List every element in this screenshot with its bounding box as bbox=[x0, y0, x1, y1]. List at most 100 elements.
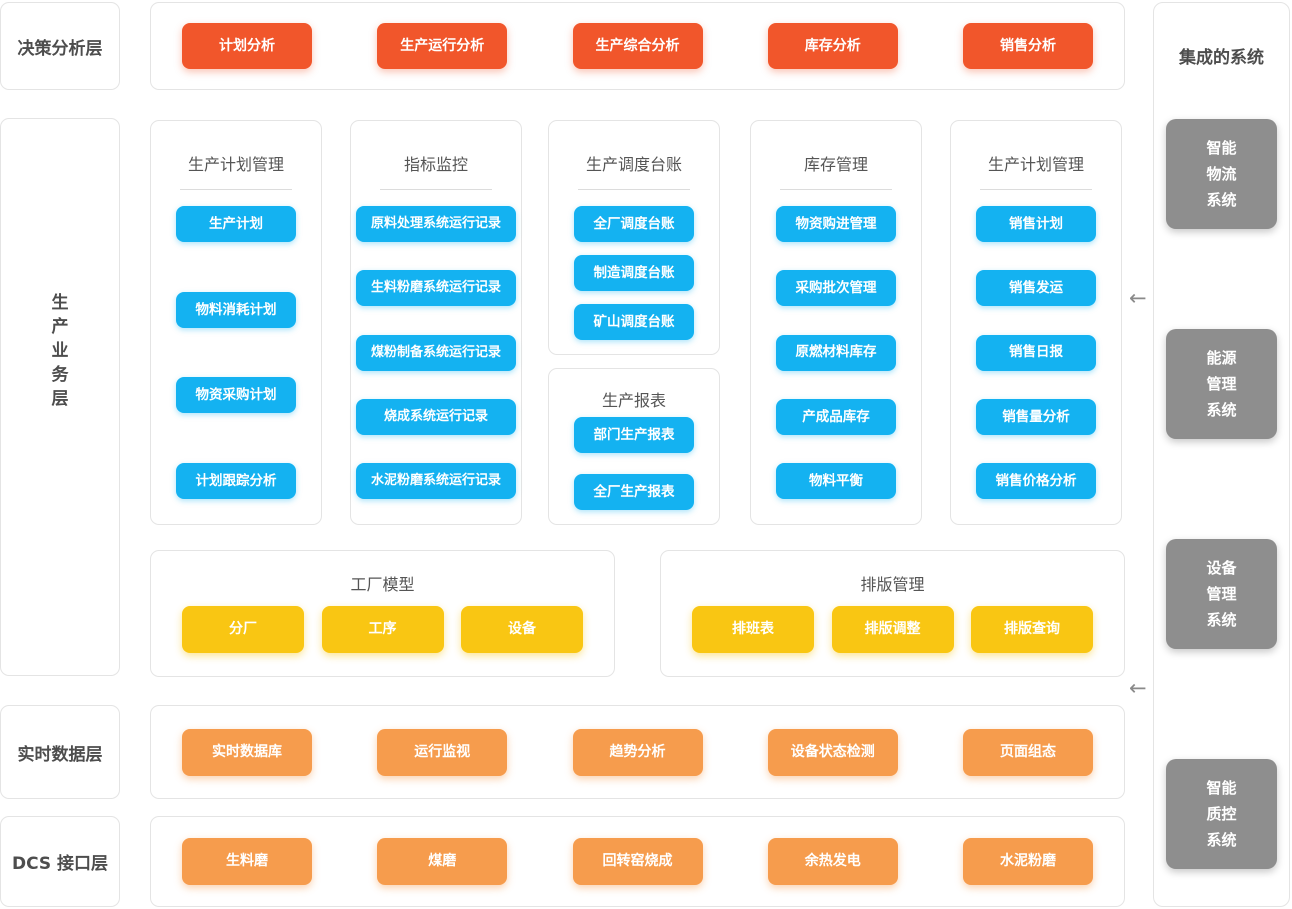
equipment-mgmt-system-box[interactable]: 设备 管理 系统 bbox=[1166, 539, 1277, 649]
process-button[interactable]: 工序 bbox=[321, 606, 444, 653]
decision-analysis-row: 计划分析 生产运行分析 生产综合分析 库存分析 销售分析 bbox=[150, 2, 1125, 90]
department-report-button[interactable]: 部门生产报表 bbox=[574, 417, 694, 453]
panel-title: 生产调度台账 bbox=[585, 155, 682, 174]
layer-label-text-vertical: 生产业务层 bbox=[51, 293, 69, 409]
panel-items: 排班表 排版调整 排版查询 bbox=[661, 606, 1124, 653]
panel-title: 指标监控 bbox=[403, 155, 468, 174]
sales-daily-report-button[interactable]: 销售日报 bbox=[976, 334, 1096, 371]
raw-material-processing-record-button[interactable]: 原料处理系统运行记录 bbox=[356, 206, 516, 242]
raw-mill-button[interactable]: 生料磨 bbox=[182, 838, 312, 885]
layer-label-realtime: 实时数据层 bbox=[0, 705, 120, 799]
branch-factory-button[interactable]: 分厂 bbox=[182, 606, 304, 653]
equipment-status-check-button[interactable]: 设备状态检测 bbox=[767, 728, 898, 776]
energy-mgmt-system-box[interactable]: 能源 管理 系统 bbox=[1166, 329, 1277, 439]
sales-price-analysis-button[interactable]: 销售价格分析 bbox=[976, 463, 1096, 499]
raw-fuel-inventory-button[interactable]: 原燃材料库存 bbox=[776, 334, 896, 371]
schedule-adjust-button[interactable]: 排版调整 bbox=[831, 606, 954, 653]
panel-scheduling-mgmt: 排版管理 排班表 排版调整 排版查询 bbox=[660, 550, 1125, 677]
sysbox-line: 系统 bbox=[1206, 611, 1237, 629]
panel-factory-model: 工厂模型 分厂 工序 设备 bbox=[150, 550, 615, 677]
sysbox-line: 管理 bbox=[1206, 585, 1237, 603]
plan-analysis-button[interactable]: 计划分析 bbox=[182, 23, 312, 69]
production-run-analysis-button[interactable]: 生产运行分析 bbox=[377, 23, 508, 69]
panel-inventory-mgmt: 库存管理 物资购进管理 采购批次管理 原燃材料库存 产成品库存 物料平衡 bbox=[750, 120, 922, 525]
smart-quality-control-system-box[interactable]: 智能 质控 系统 bbox=[1166, 759, 1277, 869]
layer-label-text: 实时数据层 bbox=[17, 744, 103, 765]
integrated-systems-title: 集成的系统 bbox=[1179, 48, 1264, 68]
left-arrow-icon: ← bbox=[1129, 676, 1147, 700]
trend-analysis-button[interactable]: 趋势分析 bbox=[572, 728, 703, 776]
layer-label-text: 决策分析层 bbox=[17, 38, 103, 59]
sysbox-line: 系统 bbox=[1206, 831, 1237, 849]
material-consumption-plan-button[interactable]: 物料消耗计划 bbox=[176, 291, 296, 328]
schedule-query-button[interactable]: 排版查询 bbox=[971, 606, 1093, 653]
integrated-systems-column: 集成的系统 智能 物流 系统 能源 管理 系统 设备 管理 系统 智能 质控 系… bbox=[1153, 2, 1290, 907]
panel-title: 工厂模型 bbox=[350, 575, 415, 594]
mine-dispatch-ledger-button[interactable]: 矿山调度台账 bbox=[574, 304, 694, 340]
sysbox-line: 智能 bbox=[1206, 779, 1237, 797]
plan-tracking-analysis-button[interactable]: 计划跟踪分析 bbox=[176, 462, 296, 499]
raw-meal-grinding-record-button[interactable]: 生料粉磨系统运行记录 bbox=[356, 270, 516, 307]
panel-title: 生产计划管理 bbox=[987, 155, 1084, 174]
realtime-database-button[interactable]: 实时数据库 bbox=[182, 728, 312, 776]
inventory-analysis-button[interactable]: 库存分析 bbox=[767, 23, 898, 69]
panel-items: 原料处理系统运行记录 生料粉磨系统运行记录 煤粉制备系统运行记录 烧成系统运行记… bbox=[351, 206, 521, 499]
purchase-batch-mgmt-button[interactable]: 采购批次管理 bbox=[776, 270, 896, 307]
sales-shipping-button[interactable]: 销售发运 bbox=[976, 270, 1096, 307]
realtime-data-row: 实时数据库 运行监视 趋势分析 设备状态检测 页面组态 bbox=[150, 705, 1125, 799]
kiln-system-record-button[interactable]: 烧成系统运行记录 bbox=[356, 398, 516, 435]
dcs-interface-row: 生料磨 煤磨 回转窑烧成 余热发电 水泥粉磨 bbox=[150, 816, 1125, 907]
title-divider bbox=[780, 189, 892, 190]
material-purchase-mgmt-button[interactable]: 物资购进管理 bbox=[776, 206, 896, 242]
panel-title: 生产报表 bbox=[601, 391, 666, 410]
equipment-button[interactable]: 设备 bbox=[461, 606, 583, 653]
plant-report-button[interactable]: 全厂生产报表 bbox=[574, 474, 694, 510]
title-divider bbox=[180, 189, 292, 190]
sales-plan-button[interactable]: 销售计划 bbox=[976, 206, 1096, 242]
panel-indicator-monitoring: 指标监控 原料处理系统运行记录 生料粉磨系统运行记录 煤粉制备系统运行记录 烧成… bbox=[350, 120, 522, 525]
panel-dispatch-ledger: 生产调度台账 全厂调度台账 制造调度台账 矿山调度台账 bbox=[548, 120, 720, 355]
coal-powder-prep-record-button[interactable]: 煤粉制备系统运行记录 bbox=[356, 334, 516, 371]
panel-production-plan-mgmt: 生产计划管理 生产计划 物料消耗计划 物资采购计划 计划跟踪分析 bbox=[150, 120, 322, 525]
material-balance-button[interactable]: 物料平衡 bbox=[776, 463, 896, 499]
waste-heat-power-button[interactable]: 余热发电 bbox=[767, 838, 898, 885]
cement-grinding-button[interactable]: 水泥粉磨 bbox=[963, 838, 1093, 885]
layer-label-business: 生产业务层 bbox=[0, 118, 120, 676]
material-purchase-plan-button[interactable]: 物资采购计划 bbox=[176, 377, 296, 414]
operation-monitor-button[interactable]: 运行监视 bbox=[377, 728, 508, 776]
layer-label-decision: 决策分析层 bbox=[0, 2, 120, 90]
sysbox-line: 质控 bbox=[1206, 805, 1237, 823]
panel-title: 生产计划管理 bbox=[187, 155, 284, 174]
panel-items: 分厂 工序 设备 bbox=[151, 606, 614, 653]
page-configuration-button[interactable]: 页面组态 bbox=[963, 728, 1093, 776]
sysbox-line: 能源 bbox=[1206, 349, 1237, 367]
sales-volume-analysis-button[interactable]: 销售量分析 bbox=[976, 398, 1096, 435]
panel-items: 部门生产报表 全厂生产报表 bbox=[549, 417, 719, 510]
manufacturing-dispatch-ledger-button[interactable]: 制造调度台账 bbox=[574, 255, 694, 291]
production-plan-button[interactable]: 生产计划 bbox=[176, 206, 296, 242]
layer-label-text: DCS 接口层 bbox=[11, 854, 109, 874]
layer-label-dcs: DCS 接口层 bbox=[0, 816, 120, 907]
panel-sales-plan-mgmt: 生产计划管理 销售计划 销售发运 销售日报 销售量分析 销售价格分析 bbox=[950, 120, 1122, 525]
sales-analysis-button[interactable]: 销售分析 bbox=[963, 23, 1093, 69]
sysbox-line: 系统 bbox=[1206, 191, 1237, 209]
panel-items: 全厂调度台账 制造调度台账 矿山调度台账 bbox=[549, 206, 719, 340]
sysbox-line: 管理 bbox=[1206, 375, 1237, 393]
panel-title: 排版管理 bbox=[860, 575, 925, 594]
cement-grinding-record-button[interactable]: 水泥粉磨系统运行记录 bbox=[356, 463, 516, 499]
smart-logistics-system-box[interactable]: 智能 物流 系统 bbox=[1166, 119, 1277, 229]
production-综合-analysis-button[interactable]: 生产综合分析 bbox=[572, 23, 703, 69]
panel-items: 物资购进管理 采购批次管理 原燃材料库存 产成品库存 物料平衡 bbox=[751, 206, 921, 499]
panel-title: 库存管理 bbox=[803, 155, 868, 174]
left-arrow-icon: ← bbox=[1129, 286, 1147, 310]
panel-items: 生产计划 物料消耗计划 物资采购计划 计划跟踪分析 bbox=[151, 206, 321, 499]
shift-schedule-button[interactable]: 排班表 bbox=[692, 606, 814, 653]
sysbox-line: 系统 bbox=[1206, 401, 1237, 419]
plant-dispatch-ledger-button[interactable]: 全厂调度台账 bbox=[574, 206, 694, 242]
title-divider bbox=[578, 189, 690, 190]
coal-mill-button[interactable]: 煤磨 bbox=[377, 838, 508, 885]
finished-goods-inventory-button[interactable]: 产成品库存 bbox=[776, 398, 896, 435]
rotary-kiln-button[interactable]: 回转窑烧成 bbox=[572, 838, 703, 885]
panel-production-report: 生产报表 部门生产报表 全厂生产报表 bbox=[548, 368, 720, 525]
